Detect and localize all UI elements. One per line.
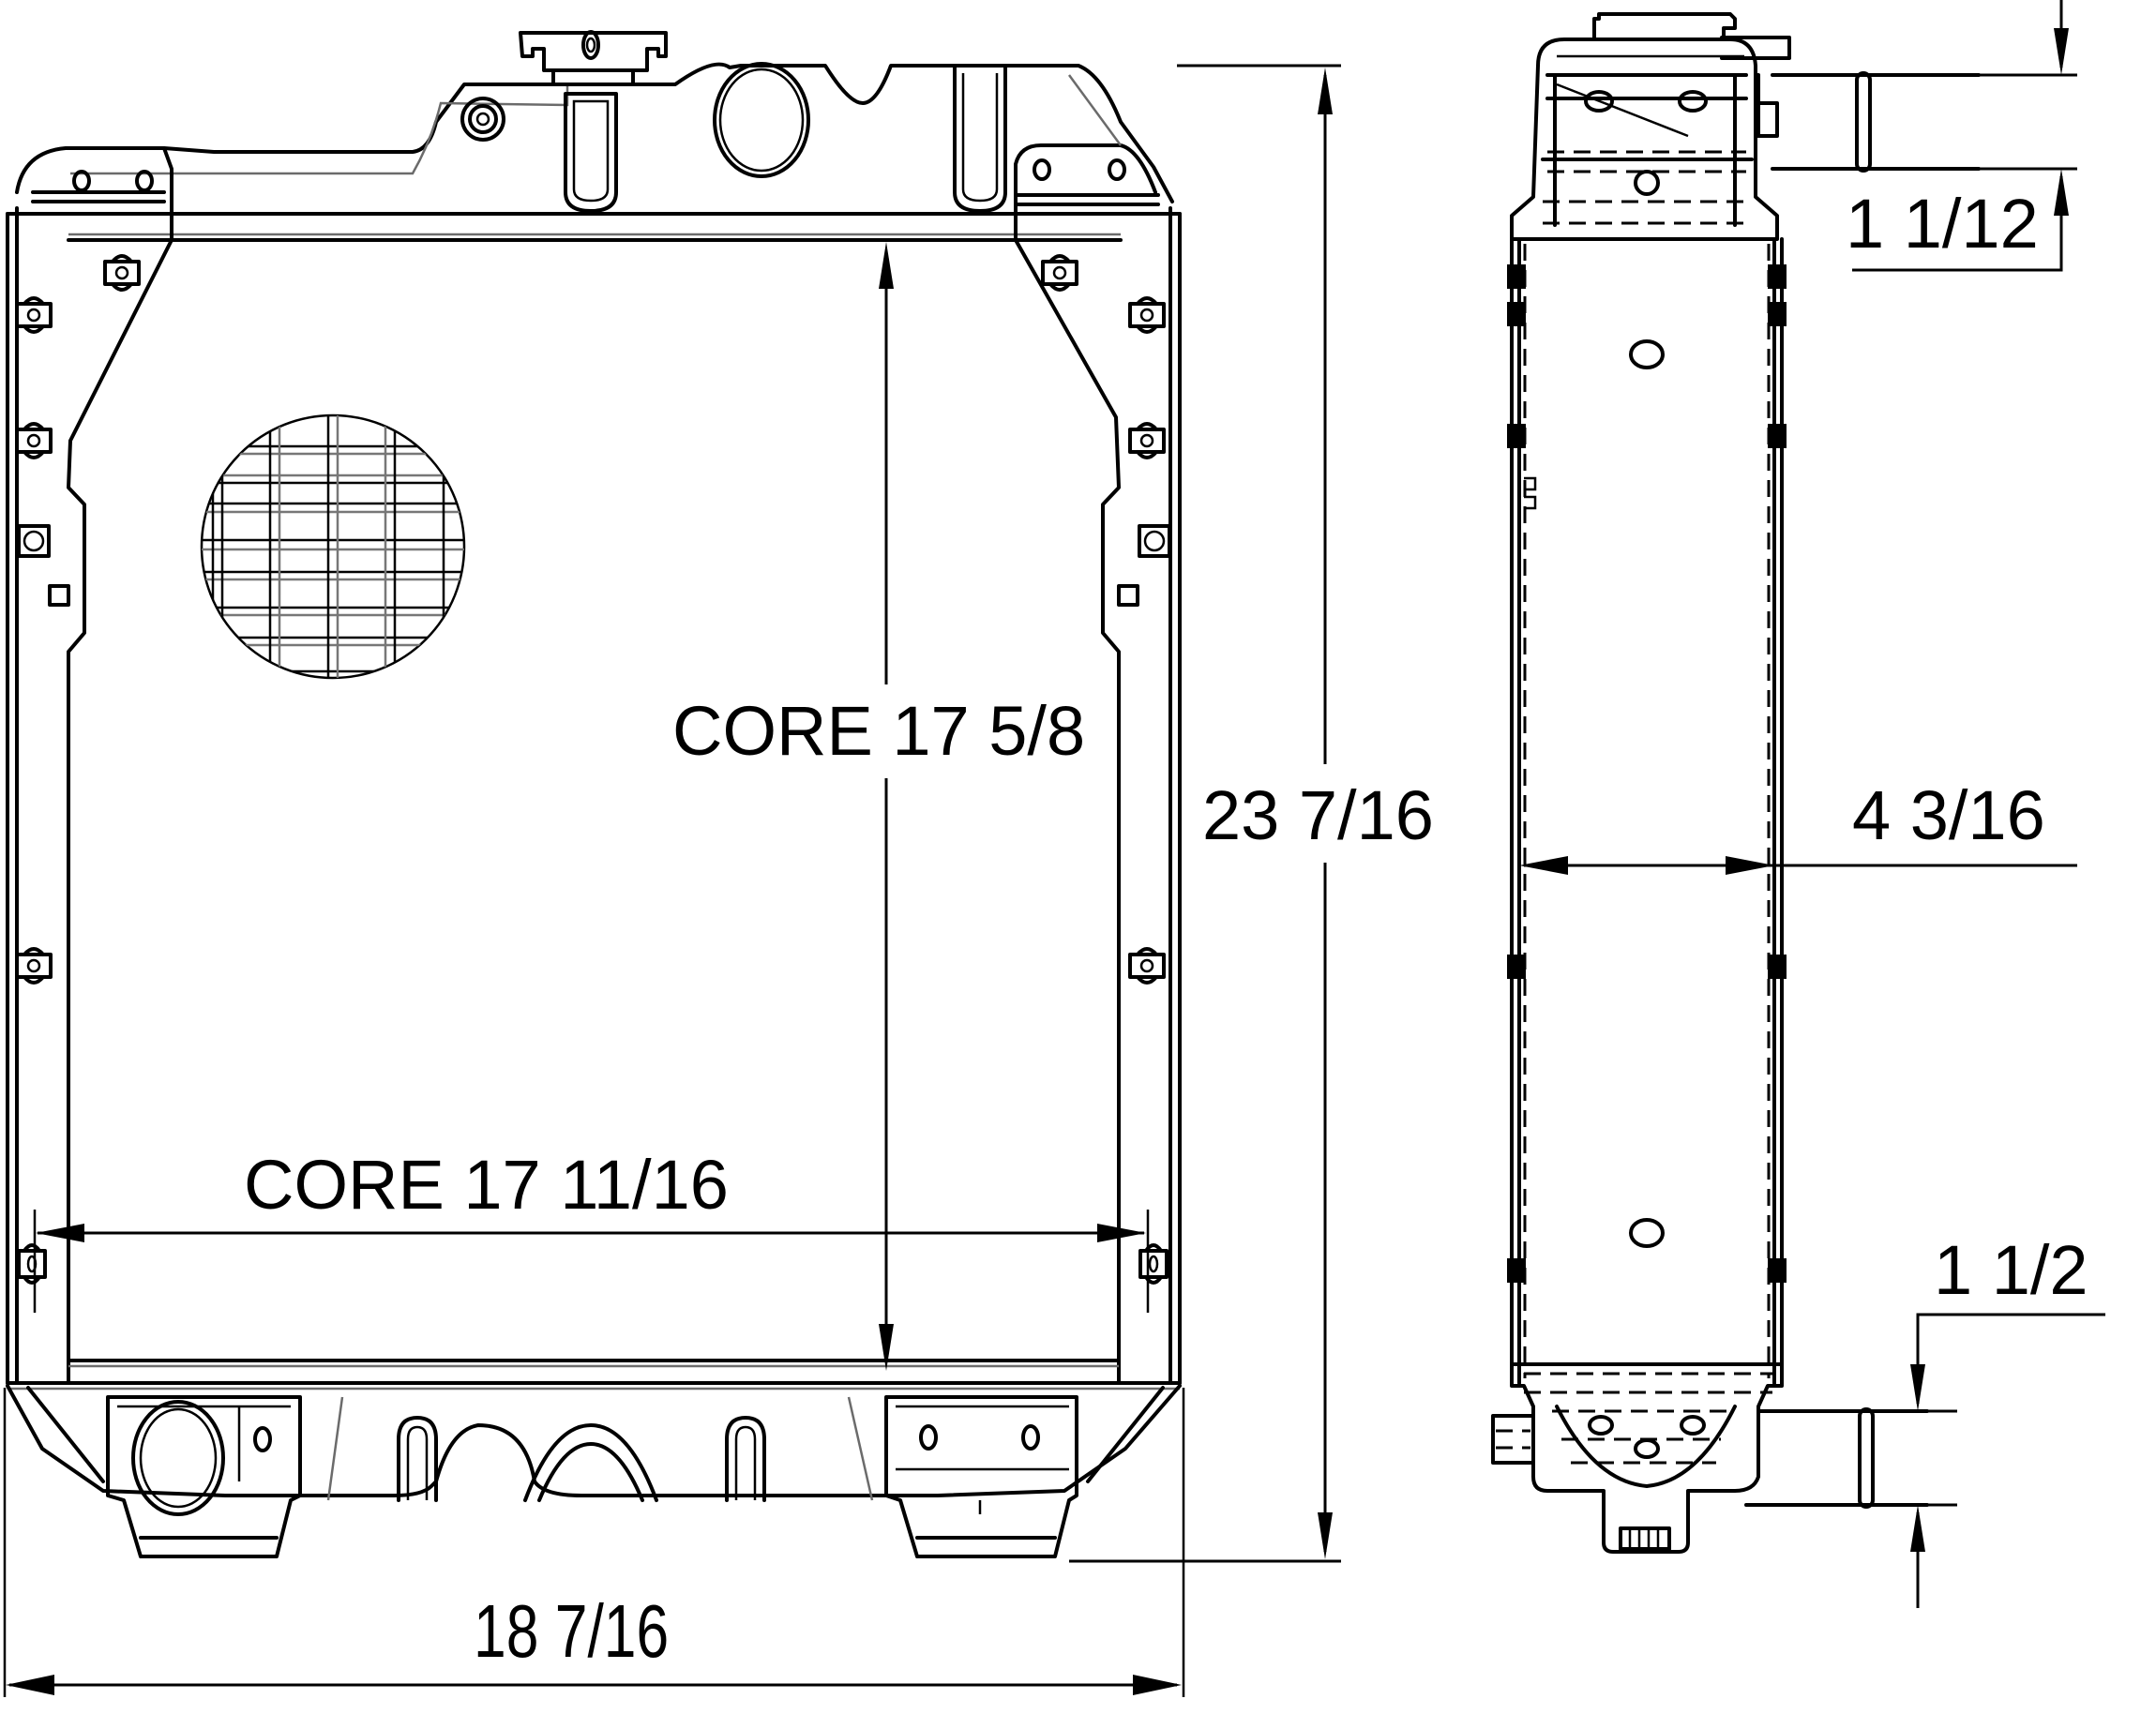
overall-height-label: 23 7/16 [1202, 776, 1434, 854]
side-outlet-pipe [1744, 1409, 1929, 1507]
filler-cap [519, 30, 668, 86]
side-filler-cap [1592, 12, 1737, 41]
overflow-fitting [460, 97, 505, 142]
core-mesh-sample [200, 413, 466, 680]
front-dimensions [3, 64, 1341, 1697]
side-rail-left [1510, 237, 1521, 1385]
rail-clips [1507, 264, 1787, 1283]
top-tank [15, 62, 1174, 203]
side-inlet-pipe [1771, 73, 1981, 171]
outlet-diameter-label: 1 1/2 [1934, 1231, 2088, 1309]
side-dimensions [1519, 0, 2105, 1608]
inlet-diameter-label: 1 1/12 [1846, 185, 2039, 263]
outlet-pipe-end [131, 1400, 225, 1516]
top-slot-left [564, 92, 618, 213]
side-view [1491, 12, 1981, 1554]
side-rail-right [1772, 237, 1784, 1385]
left-bracket [67, 212, 173, 1385]
outlet-housing [106, 1395, 302, 1558]
core-height-label: CORE 17 5/8 [672, 692, 1086, 770]
inlet-pipe-end [713, 62, 810, 178]
bottom-tank [6, 1384, 1182, 1558]
right-side-frame [1168, 206, 1182, 1385]
overall-width-label: 18 7/16 [474, 1589, 670, 1673]
left-side-frame [6, 206, 19, 1385]
right-bracket [1014, 212, 1121, 1385]
core-width-label: CORE 17 11/16 [244, 1146, 729, 1224]
depth-label: 4 3/16 [1852, 776, 2045, 854]
front-view [6, 30, 1182, 1558]
top-slot-right [953, 64, 1007, 213]
bottom-mount [884, 1395, 1078, 1558]
side-bottom-tank [1491, 1362, 1929, 1554]
mounting-tabs [15, 254, 1171, 1285]
